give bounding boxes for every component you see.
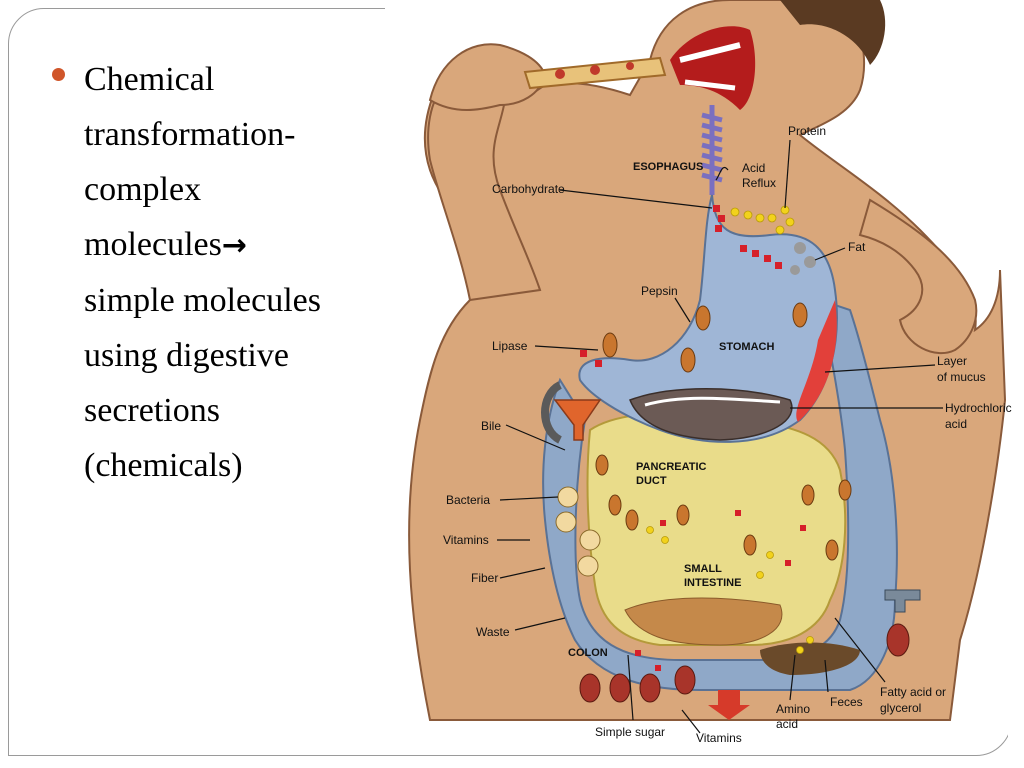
bile-funnel bbox=[553, 399, 602, 441]
bullet-point: Chemical transformation- complex molecul… bbox=[52, 52, 382, 493]
label-vitamins-bottom: Vitamins bbox=[696, 731, 742, 745]
faucet bbox=[884, 589, 921, 613]
fat-molecules bbox=[790, 242, 816, 275]
label-small-intestine: INTESTINE bbox=[684, 577, 741, 589]
label-colon: COLON bbox=[568, 647, 608, 659]
label-layer-of-mucus: of mucus bbox=[937, 370, 986, 384]
feces bbox=[760, 642, 860, 675]
bullet-line: using digestive bbox=[84, 337, 289, 374]
bullet-line: molecules→ bbox=[84, 217, 382, 273]
protein-molecules bbox=[646, 205, 814, 654]
label-acid-reflux: Reflux bbox=[742, 176, 776, 190]
label-bile: Bile bbox=[481, 419, 501, 433]
leader-lines bbox=[497, 139, 943, 734]
label-pepsin: Pepsin bbox=[641, 284, 678, 298]
carbohydrate-molecules bbox=[580, 205, 806, 671]
arm-on-hip bbox=[858, 198, 978, 355]
label-layer-of-mucus: Layer bbox=[937, 354, 967, 368]
intestine-folds bbox=[624, 597, 783, 646]
label-hydrochloric-acid: acid bbox=[945, 417, 967, 431]
label-carbohydrate: Carbohydrate bbox=[492, 182, 565, 196]
pipe bbox=[541, 381, 563, 444]
label-lipase: Lipase bbox=[492, 339, 528, 353]
label-fat: Fat bbox=[848, 240, 866, 254]
mucus-layer bbox=[796, 300, 837, 422]
bullet-line: (chemicals) bbox=[84, 447, 243, 484]
label-acid-reflux: Acid bbox=[742, 161, 765, 175]
bullet-line-word: molecules bbox=[84, 226, 222, 263]
bullet-line: simple molecules bbox=[84, 282, 322, 319]
label-amino-acid: acid bbox=[776, 717, 798, 731]
bullet-line: transformation- bbox=[84, 116, 296, 153]
label-feces: Feces bbox=[830, 695, 863, 709]
exit-arrow bbox=[708, 690, 750, 720]
label-fatty-acid-or-glycerol: glycerol bbox=[880, 701, 921, 715]
arrow-right-icon: → bbox=[221, 228, 247, 263]
bullet-line: complex bbox=[84, 171, 202, 208]
label-pancreatic-duct: DUCT bbox=[636, 475, 667, 487]
enzyme-figures bbox=[595, 302, 852, 561]
label-stomach: STOMACH bbox=[719, 341, 774, 353]
bullet-line: Chemical bbox=[84, 61, 215, 98]
label-waste: Waste bbox=[476, 625, 510, 639]
hair bbox=[780, 0, 886, 65]
label-simple-sugar: Simple sugar bbox=[595, 725, 665, 739]
label-vitamins: Vitamins bbox=[443, 533, 489, 547]
label-fatty-acid-or-glycerol: Fatty acid or bbox=[880, 685, 946, 699]
bullet-dot bbox=[52, 68, 65, 81]
label-bacteria: Bacteria bbox=[446, 493, 490, 507]
bullet-text: Chemical transformation- complex molecul… bbox=[84, 52, 382, 493]
label-esophagus: ESOPHAGUS bbox=[633, 161, 703, 173]
esophagus-tube bbox=[701, 105, 723, 195]
label-fiber: Fiber bbox=[471, 571, 498, 585]
label-hydrochloric-acid: Hydrochloric bbox=[945, 401, 1012, 415]
waste-figures bbox=[579, 623, 910, 703]
bacteria-figures bbox=[555, 486, 601, 577]
label-amino-acid: Amino bbox=[776, 702, 810, 716]
label-protein: Protein bbox=[788, 124, 826, 138]
bullet-line: secretions bbox=[84, 392, 220, 429]
label-pancreatic-duct: PANCREATIC bbox=[636, 461, 707, 473]
label-small-intestine: SMALL bbox=[684, 563, 722, 575]
